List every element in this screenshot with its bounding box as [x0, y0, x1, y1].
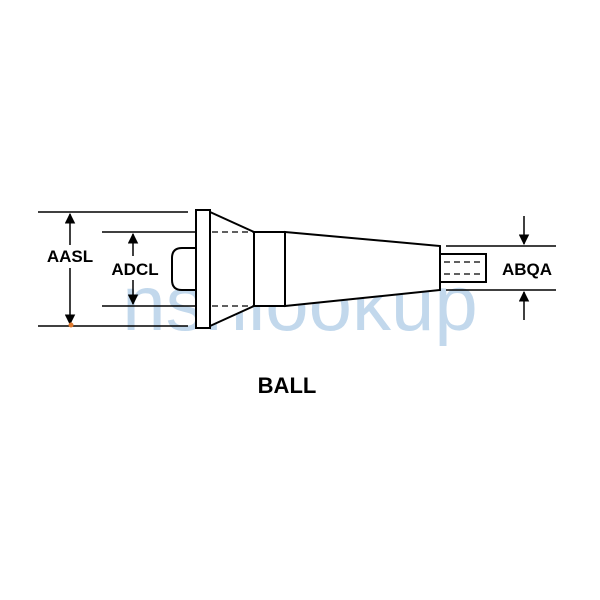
pilot-nose — [171, 247, 196, 291]
abqa-label: ABQA — [502, 260, 552, 279]
adcl-label: ADCL — [111, 260, 158, 279]
marker-dot — [68, 322, 74, 328]
dimension-abqa — [446, 216, 556, 320]
dimension-aasl — [38, 211, 188, 327]
stem — [439, 253, 487, 283]
neck — [253, 231, 286, 307]
flange — [195, 209, 211, 329]
taper-shank — [284, 230, 441, 308]
dimension-adcl — [102, 231, 195, 307]
hidden-lines — [212, 231, 484, 307]
chamfer — [209, 210, 255, 328]
aasl-label: AASL — [47, 247, 93, 266]
diagram-title: BALL — [258, 373, 317, 398]
ball-tool-part — [171, 209, 487, 329]
